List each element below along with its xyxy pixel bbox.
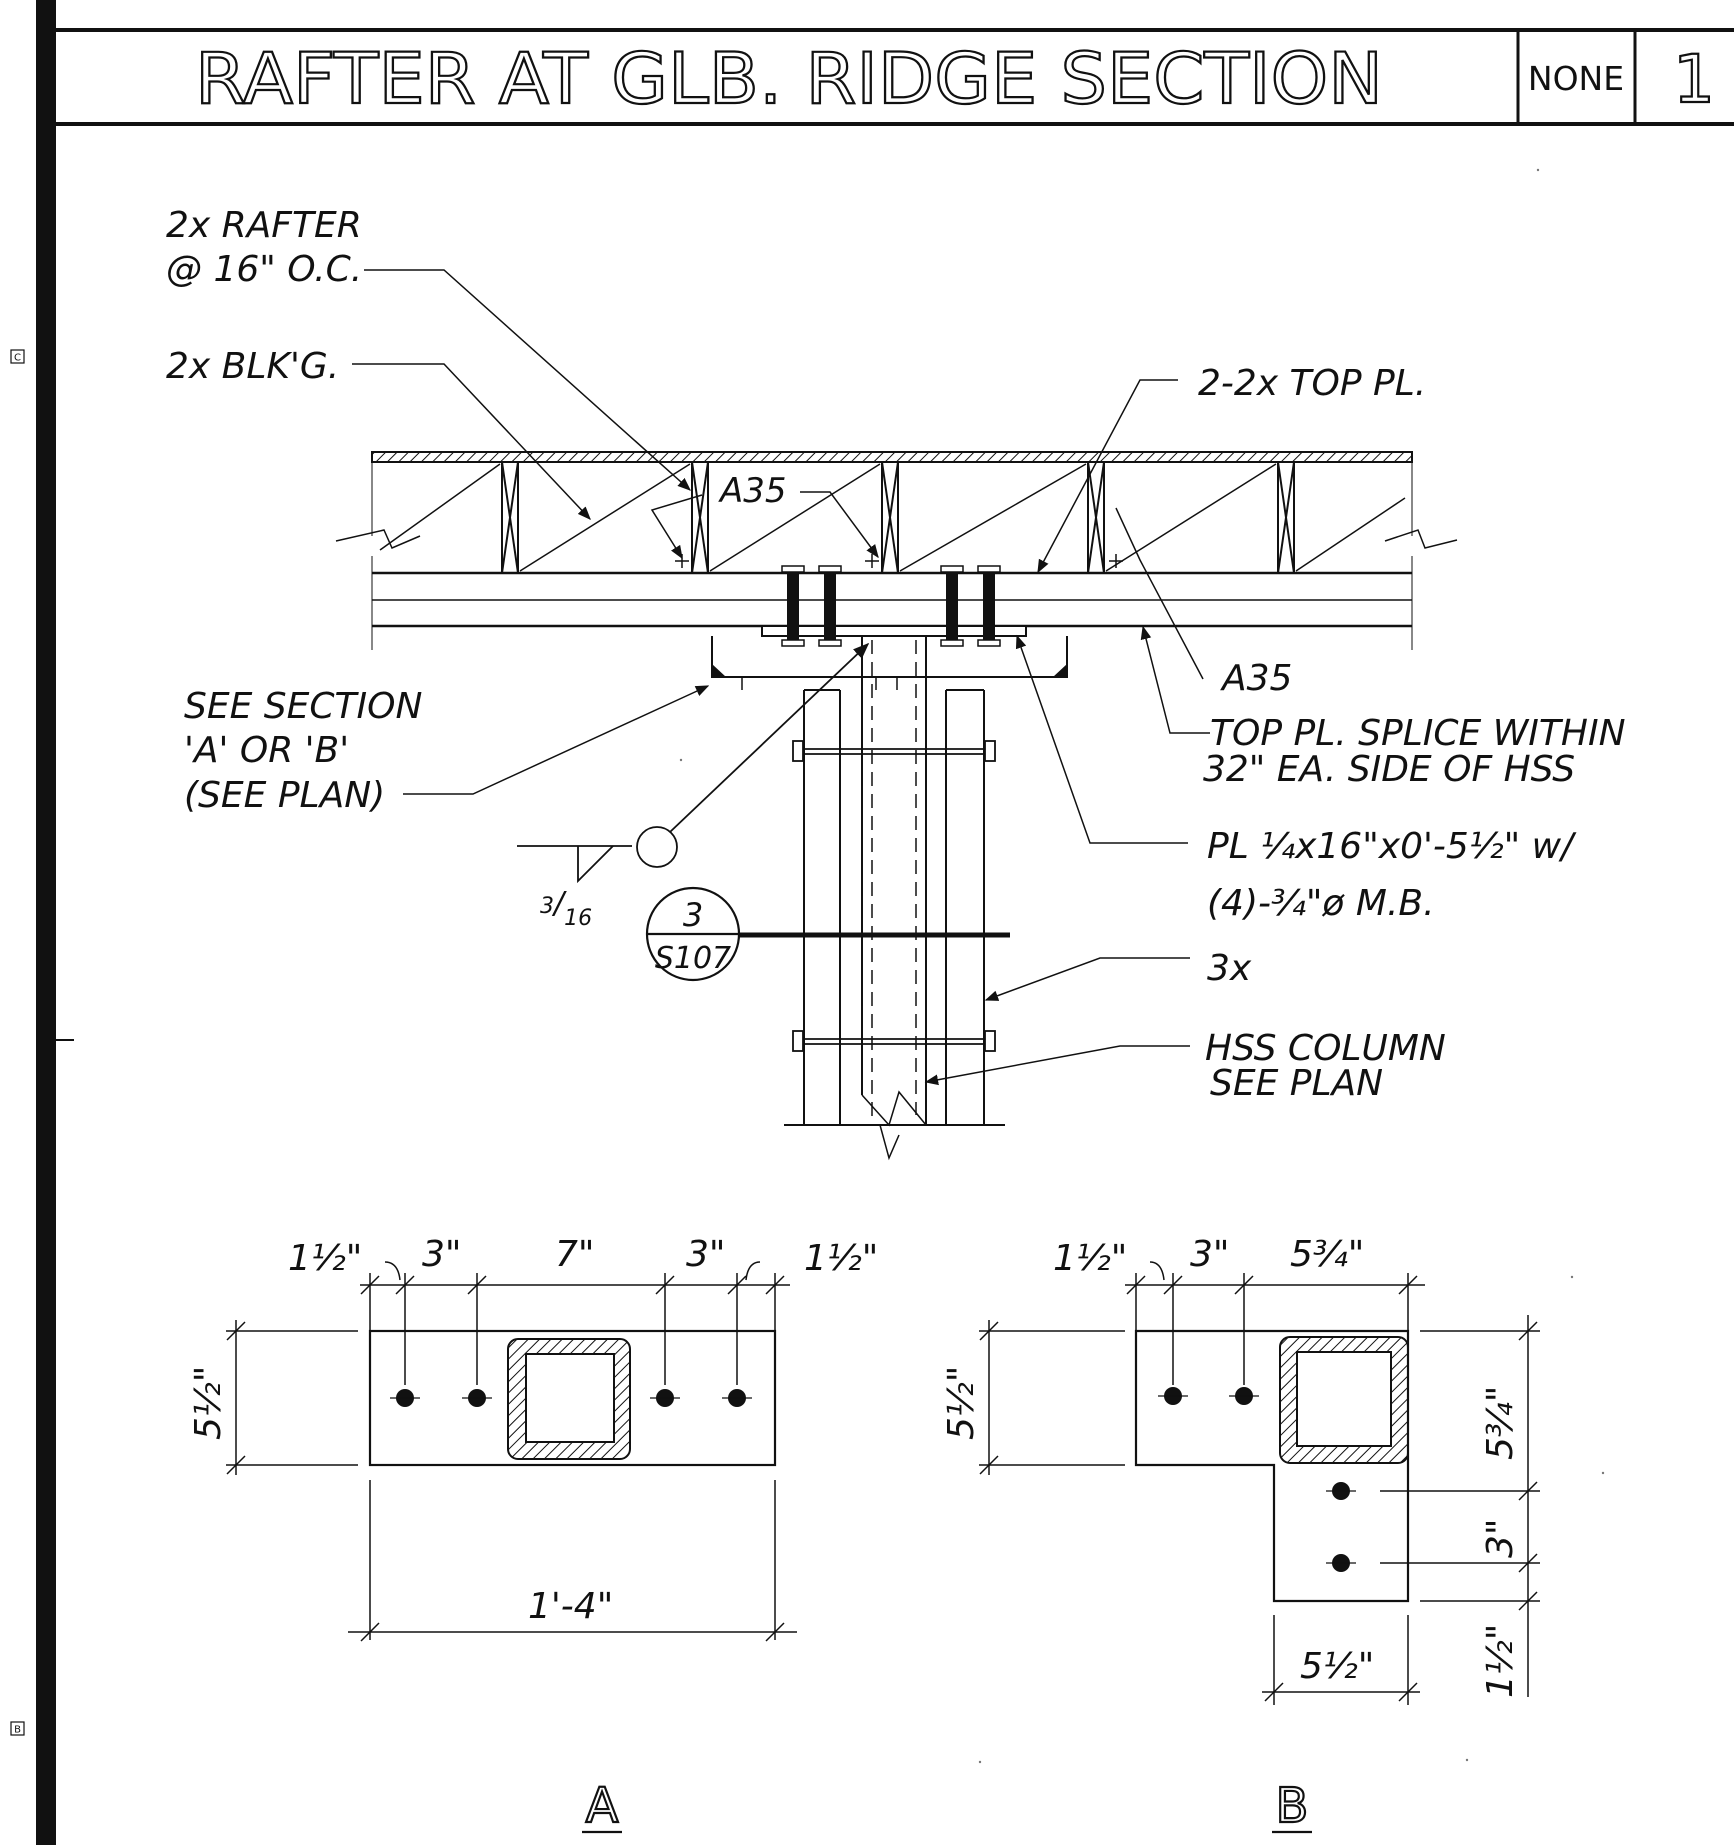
weld-symbol bbox=[517, 642, 870, 884]
plan-b-bottom-dim: 5½" bbox=[1300, 1646, 1374, 1687]
break-line-left bbox=[335, 529, 421, 549]
callout-sheet: S107 bbox=[655, 941, 731, 976]
detail-number: 1 bbox=[1673, 41, 1715, 118]
note-a35-upper: A35 bbox=[718, 471, 787, 511]
plan-b-dim-2: 3" bbox=[1190, 1234, 1229, 1275]
margin-mark-b-label: B bbox=[14, 1725, 21, 1736]
leader-lines bbox=[352, 269, 1210, 1086]
note-plate-2: (4)-¾"ø M.B. bbox=[1207, 883, 1435, 924]
plan-b-right-dim-3: 1½" bbox=[1480, 1624, 1521, 1698]
rafter-members bbox=[501, 461, 1295, 574]
3x-side-members bbox=[784, 689, 1005, 1126]
margin-mark-c-label: C bbox=[14, 353, 21, 364]
weld-mark-left bbox=[712, 664, 726, 677]
plan-b-right-dim-2: 3" bbox=[1480, 1519, 1521, 1558]
margin-mark-b bbox=[10, 1721, 25, 1736]
margin-mark-c bbox=[10, 349, 25, 364]
plan-a-bolt-holes bbox=[390, 1389, 752, 1407]
note-see-section-3: (SEE PLAN) bbox=[184, 775, 385, 816]
plan-a-overall-dim: 1'-4" bbox=[528, 1586, 613, 1627]
plan-b-right-dim-1: 5¾" bbox=[1480, 1386, 1521, 1460]
plan-b-label: B bbox=[1276, 1778, 1309, 1834]
note-rafter-1: 2x RAFTER bbox=[166, 205, 362, 246]
section-ref-bracket bbox=[711, 636, 1068, 678]
weld-size: 3/16 bbox=[540, 886, 592, 931]
plan-b-bolt-holes bbox=[1158, 1387, 1356, 1572]
note-3x: 3x bbox=[1207, 948, 1252, 989]
note-hss-1: HSS COLUMN bbox=[1205, 1028, 1446, 1069]
plan-a-dim-1: 1½" bbox=[288, 1238, 362, 1279]
hss-column bbox=[861, 636, 927, 1161]
plan-a-dim-2: 3" bbox=[422, 1234, 461, 1275]
note-see-section-2: 'A' OR 'B' bbox=[184, 730, 349, 771]
through-bolts bbox=[792, 740, 996, 1052]
note-top-plate: 2-2x TOP PL. bbox=[1198, 363, 1426, 404]
plan-b-dim-1: 1½" bbox=[1053, 1238, 1127, 1279]
note-rafter-2: @ 16" O.C. bbox=[166, 249, 362, 290]
detail-scale: NONE bbox=[1528, 59, 1624, 98]
callout-number: 3 bbox=[683, 896, 703, 934]
note-splice-1: TOP PL. SPLICE WITHIN bbox=[1210, 713, 1626, 754]
note-see-section-1: SEE SECTION bbox=[184, 686, 422, 727]
plan-b-hss-inner bbox=[1296, 1351, 1392, 1447]
plan-a-dim-lines bbox=[226, 1261, 797, 1642]
cap-plate bbox=[761, 625, 1027, 637]
break-line-right bbox=[1384, 529, 1458, 549]
plan-a-dim-5: 1½" bbox=[804, 1238, 878, 1279]
note-blocking: 2x BLK'G. bbox=[166, 346, 339, 387]
plan-a-view: 1½" 3" 7" 3" 1½" 5½" 1'-4" A bbox=[188, 1234, 878, 1835]
note-plate-1: PL ¼x16"x0'-5½" w/ bbox=[1207, 826, 1577, 867]
plan-a-side-dim: 5½" bbox=[188, 1366, 229, 1440]
plan-b-dim-3: 5¾" bbox=[1290, 1234, 1364, 1275]
ridge-section-view: 3/16 3 S107 2x RAFTER @ 16" O.C. 2x BLK'… bbox=[166, 205, 1626, 1161]
sheet-left-border bbox=[36, 0, 56, 1845]
plan-a-hss-inner bbox=[525, 1353, 615, 1443]
blocking-diagonals bbox=[379, 463, 1406, 572]
plan-b-view: 1½" 3" 5¾" 5½" 5¾" 3" 1½" 5½" B bbox=[941, 1234, 1540, 1835]
note-splice-2: 32" EA. SIDE OF HSS bbox=[1203, 749, 1575, 790]
note-hss-2: SEE PLAN bbox=[1210, 1063, 1383, 1104]
weld-mark-right bbox=[1053, 664, 1067, 677]
plan-b-left-dim: 5½" bbox=[941, 1366, 982, 1440]
plan-b-dim-lines bbox=[979, 1261, 1540, 1705]
machine-bolts bbox=[781, 565, 1001, 647]
plan-a-dim-3: 7" bbox=[555, 1234, 594, 1275]
section-callout bbox=[645, 886, 741, 982]
detail-title: RAFTER AT GLB. RIDGE SECTION bbox=[195, 38, 1383, 120]
plan-a-dim-4: 3" bbox=[686, 1234, 725, 1275]
note-a35-lower: A35 bbox=[1220, 658, 1292, 699]
plan-a-label: A bbox=[586, 1778, 619, 1834]
scan-specks bbox=[679, 168, 1605, 1764]
